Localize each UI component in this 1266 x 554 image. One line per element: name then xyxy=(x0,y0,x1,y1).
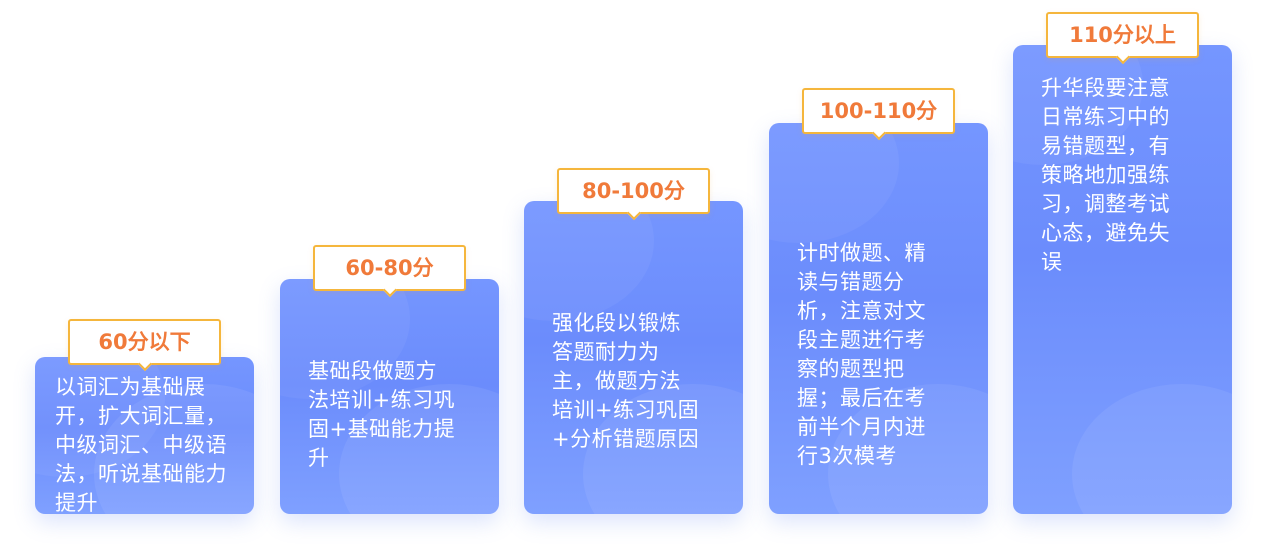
step-card-1: 以词汇为基础展开，扩大词汇量，中级词汇、中级语法，听说基础能力提升 xyxy=(35,357,254,514)
step-1-badge: 60分以下 xyxy=(68,319,221,365)
step-3-text: 强化段以锻炼答题耐力为主，做题方法培训+练习巩固+分析错题原因 xyxy=(552,311,700,451)
step-card-5: 升华段要注意日常练习中的易错题型，有策略地加强练习，调整考试心态，避免失误 xyxy=(1013,45,1232,514)
step-card-2: 基础段做题方法培训+练习巩固+基础能力提升 xyxy=(280,279,499,514)
step-card-3: 强化段以锻炼答题耐力为主，做题方法培训+练习巩固+分析错题原因 xyxy=(524,201,743,514)
step-1-text: 以词汇为基础展开，扩大词汇量，中级词汇、中级语法，听说基础能力提升 xyxy=(55,375,227,514)
step-2-badge: 60-80分 xyxy=(313,245,466,291)
step-4-badge: 100-110分 xyxy=(802,88,955,134)
step-2-text: 基础段做题方法培训+练习巩固+基础能力提升 xyxy=(308,359,456,470)
step-3-badge: 80-100分 xyxy=(557,168,710,214)
step-card-4: 计时做题、精读与错题分析，注意对文段主题进行考察的题型把握；最后在考前半个月内进… xyxy=(769,123,988,514)
step-5-text: 升华段要注意日常练习中的易错题型，有策略地加强练习，调整考试心态，避免失误 xyxy=(1041,76,1170,274)
step-4-text: 计时做题、精读与错题分析，注意对文段主题进行考察的题型把握；最后在考前半个月内进… xyxy=(797,241,926,468)
step-5-badge: 110分以上 xyxy=(1046,12,1199,58)
